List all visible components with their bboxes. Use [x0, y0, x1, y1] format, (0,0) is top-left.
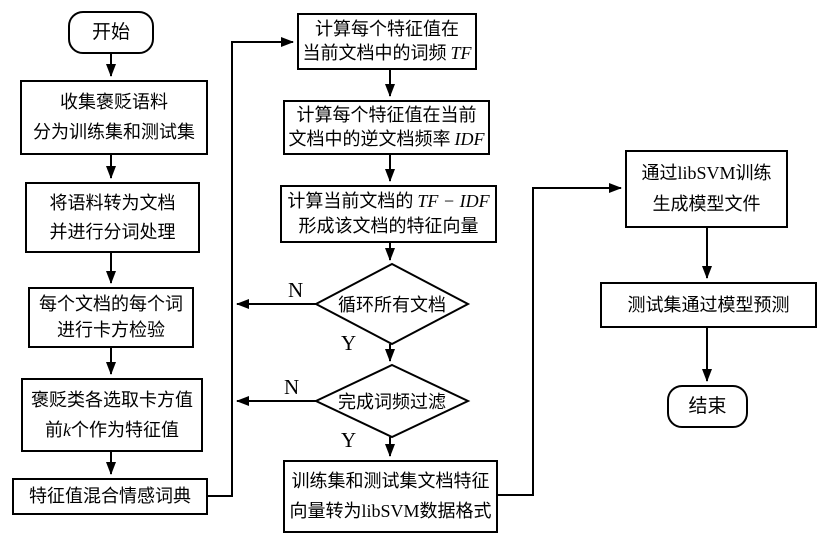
loop-docs-no-label: N [288, 278, 304, 302]
idf-line2-em: IDF [454, 129, 485, 150]
model-predict-box: 测试集通过模型预测 [600, 282, 817, 328]
freq-filter-yes-label: Y [341, 428, 357, 452]
svm-train-line2: 生成模型文件 [652, 194, 761, 215]
start-terminator: 开始 [68, 11, 154, 54]
convert-docs-box: 将语料转为文档 并进行分词处理 [25, 182, 200, 253]
start-label: 开始 [91, 21, 130, 43]
topk-line1: 褒贬类各选取卡方值 [31, 389, 193, 410]
libsvm-format-line2: 向量转为libSVM数据格式 [289, 501, 492, 522]
tf-line1: 计算每个特征值在 [315, 18, 459, 39]
topk-line2-post: 个作为特征值 [71, 419, 179, 440]
decision-loop-docs-shape [313, 262, 471, 346]
topk-line2: 前k个作为特征值 [45, 420, 179, 441]
decision-loop-docs-label: 循环所有文档 [338, 295, 446, 315]
arrow-format-to-train [498, 183, 622, 496]
idf-line2-pre: 文档中的逆文档频率 [288, 129, 451, 150]
tfidf-line1-em: TF − IDF [417, 191, 490, 212]
predict-line1: 测试集通过模型预测 [627, 294, 790, 315]
svm-train-box: 通过libSVM训练 生成模型文件 [625, 150, 788, 228]
freq-filter-no-label: N [284, 375, 300, 399]
tf-line2-pre: 当前文档中的词频 [302, 43, 447, 64]
libsvm-format-box: 训练集和测试集文档特征 向量转为libSVM数据格式 [283, 460, 498, 533]
chisq-line2: 进行卡方检验 [57, 320, 165, 341]
collect-line1: 收集褒贬语料 [60, 91, 168, 112]
sentiment-dict-box: 特征值混合情感词典 [12, 478, 208, 515]
svm-train-line1: 通过libSVM训练 [641, 162, 772, 183]
convert-line1: 将语料转为文档 [49, 192, 176, 213]
loop-docs-yes-label: Y [341, 331, 357, 355]
convert-line2: 并进行分词处理 [49, 221, 176, 242]
chisq-line1: 每个文档的每个词 [39, 294, 183, 315]
dict-line1: 特征值混合情感词典 [29, 486, 191, 507]
decision-freq-filter-shape [313, 363, 471, 439]
end-label: 结束 [688, 395, 727, 417]
tfidf-line1-pre: 计算当前文档的 [287, 191, 414, 212]
topk-line2-k: k [63, 419, 71, 440]
decision-freq-filter-label: 完成词频过滤 [338, 392, 446, 412]
topk-line2-pre: 前 [45, 419, 63, 440]
chi-square-box: 每个文档的每个词 进行卡方检验 [28, 287, 194, 348]
collect-line2: 分为训练集和测试集 [33, 122, 195, 143]
tf-line2-em: TF [450, 43, 472, 64]
end-terminator: 结束 [667, 385, 748, 428]
arrow-dict-loopback-to-tf [208, 37, 294, 497]
tfidf-line2: 形成该文档的特征向量 [298, 216, 479, 237]
libsvm-format-line1: 训练集和测试集文档特征 [291, 471, 490, 492]
idf-line1: 计算每个特征值在当前 [296, 105, 477, 126]
collect-corpus-box: 收集褒贬语料 分为训练集和测试集 [20, 80, 208, 155]
top-k-features-box: 褒贬类各选取卡方值 前k个作为特征值 [21, 378, 203, 452]
